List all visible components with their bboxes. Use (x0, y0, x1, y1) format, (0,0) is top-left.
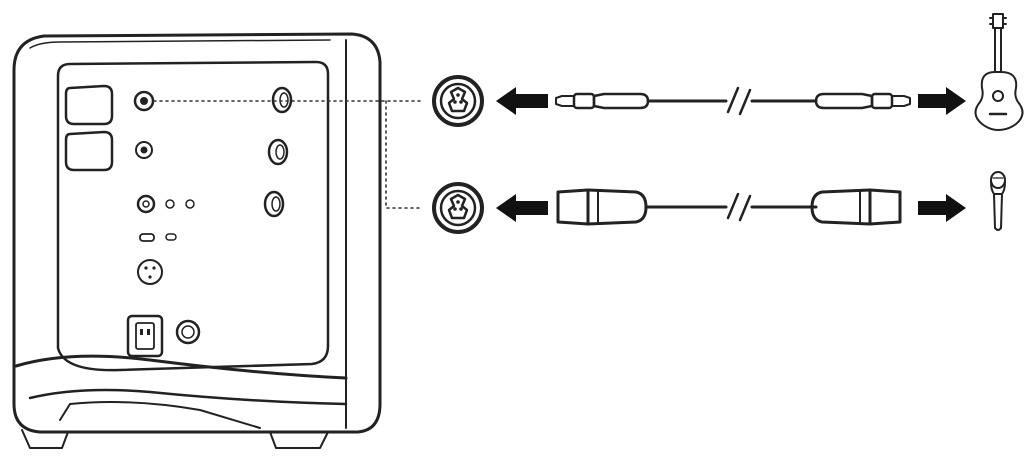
input-knob-1 (133, 90, 155, 112)
speaker-body (12, 32, 382, 434)
combo-jack-1 (432, 75, 484, 127)
input-knob-2 (135, 141, 153, 159)
leader-line-branch (385, 100, 423, 209)
guitar-icon (974, 13, 1024, 131)
arrow-to-jack-2 (496, 194, 548, 222)
speaker-base-groove (59, 401, 261, 429)
speaker-foot-right (269, 431, 329, 449)
speaker-unit (12, 32, 382, 449)
indicator-dot-2 (185, 199, 195, 209)
arrow-from-microphone (918, 194, 966, 222)
microphone-icon (990, 171, 1006, 231)
round-connector (137, 259, 163, 285)
usb-port-small (165, 233, 177, 241)
usb-port (139, 233, 155, 242)
panel-pad-lower (64, 130, 114, 172)
indicator-dot-1 (165, 199, 175, 209)
speaker-base (14, 354, 348, 380)
panel-pad-upper (64, 84, 114, 126)
xlr-cable-break (726, 192, 752, 222)
volume-knob-2 (267, 138, 289, 166)
arrow-from-guitar (918, 87, 966, 115)
instrument-cable-break (726, 86, 752, 116)
power-switch (175, 319, 201, 345)
speaker-base-inner (28, 388, 348, 406)
instrument-plug-left (555, 95, 575, 107)
xlr-connector-left (556, 188, 590, 226)
arrow-to-jack-1 (496, 87, 548, 115)
leader-lines (153, 100, 423, 209)
instrument-cable (555, 86, 911, 116)
xlr-cable (556, 188, 902, 226)
combo-jack-2 (432, 182, 484, 234)
power-inlet (126, 314, 164, 358)
speaker-top-edge (29, 39, 331, 49)
volume-knob-3 (263, 190, 285, 218)
aux-input (136, 194, 156, 214)
instrument-plug-right (891, 95, 911, 107)
xlr-connector-right (868, 188, 902, 226)
volume-knob-1 (271, 86, 293, 114)
speaker-foot-left (21, 429, 69, 449)
